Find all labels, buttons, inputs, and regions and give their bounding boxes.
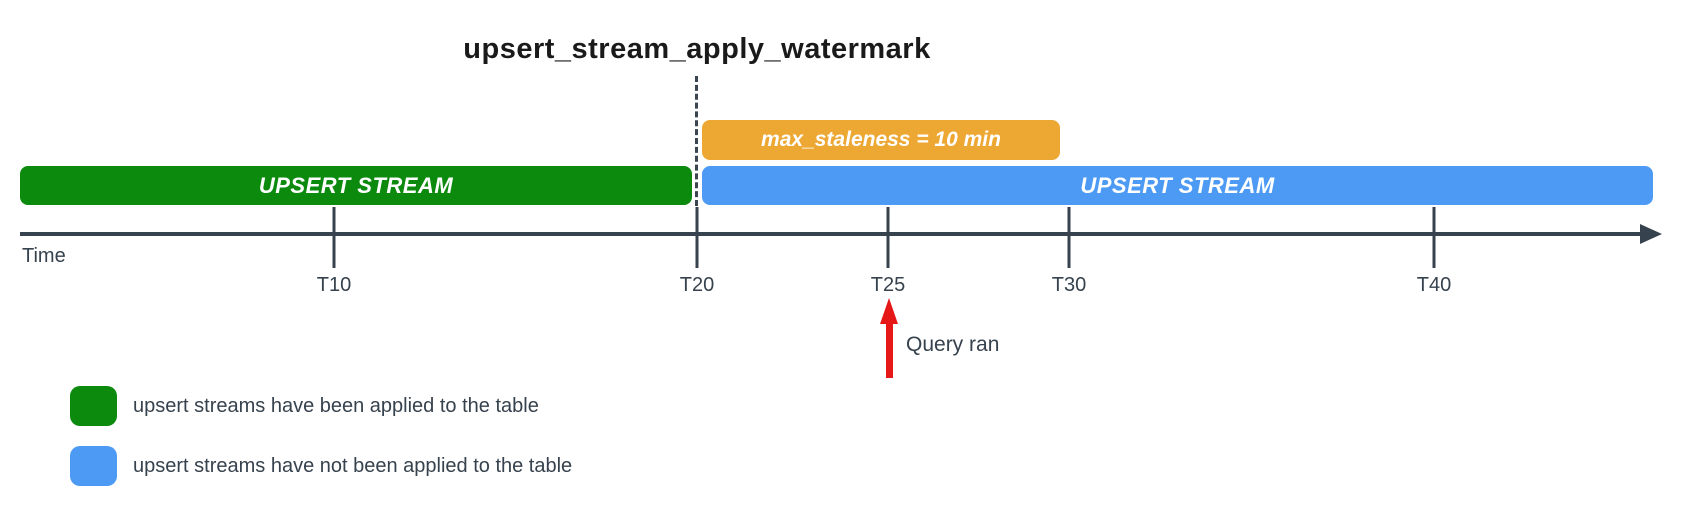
tick-label-t40: T40 [1416,274,1452,296]
tick-t25 [886,207,890,268]
tick-t30 [1067,207,1071,268]
tick-label-t10: T10 [316,274,352,296]
diagram-title: upsert_stream_apply_watermark [463,33,931,65]
query-ran-label: Query ran [906,333,1000,356]
max-staleness-label: max_staleness = 10 min [761,128,1001,151]
upsert-stream-applied-label: UPSERT STREAM [258,172,454,198]
time-axis-arrowhead-icon [1640,224,1662,244]
legend-swatch-not-applied [70,446,117,486]
max-staleness-bar: max_staleness = 10 min [702,120,1060,160]
tick-t20 [695,207,699,268]
legend-label-applied: upsert streams have been applied to the … [133,395,539,417]
query-ran-arrow-shaft [886,322,893,378]
tick-t10 [332,207,336,268]
query-ran-arrow-icon [880,298,898,324]
legend-swatch-applied [70,386,117,426]
time-axis [20,232,1642,236]
tick-label-t20: T20 [679,274,715,296]
tick-t40 [1432,207,1436,268]
upsert-stream-not-applied-label: UPSERT STREAM [1080,172,1275,198]
upsert-stream-applied-bar: UPSERT STREAM [20,166,692,205]
time-axis-label: Time [22,245,66,267]
upsert-stream-not-applied-bar: UPSERT STREAM [702,166,1653,205]
tick-label-t30: T30 [1051,274,1087,296]
tick-label-t25: T25 [870,274,906,296]
watermark-dashed-line [695,76,698,206]
legend-label-not-applied: upsert streams have not been applied to … [133,455,573,477]
